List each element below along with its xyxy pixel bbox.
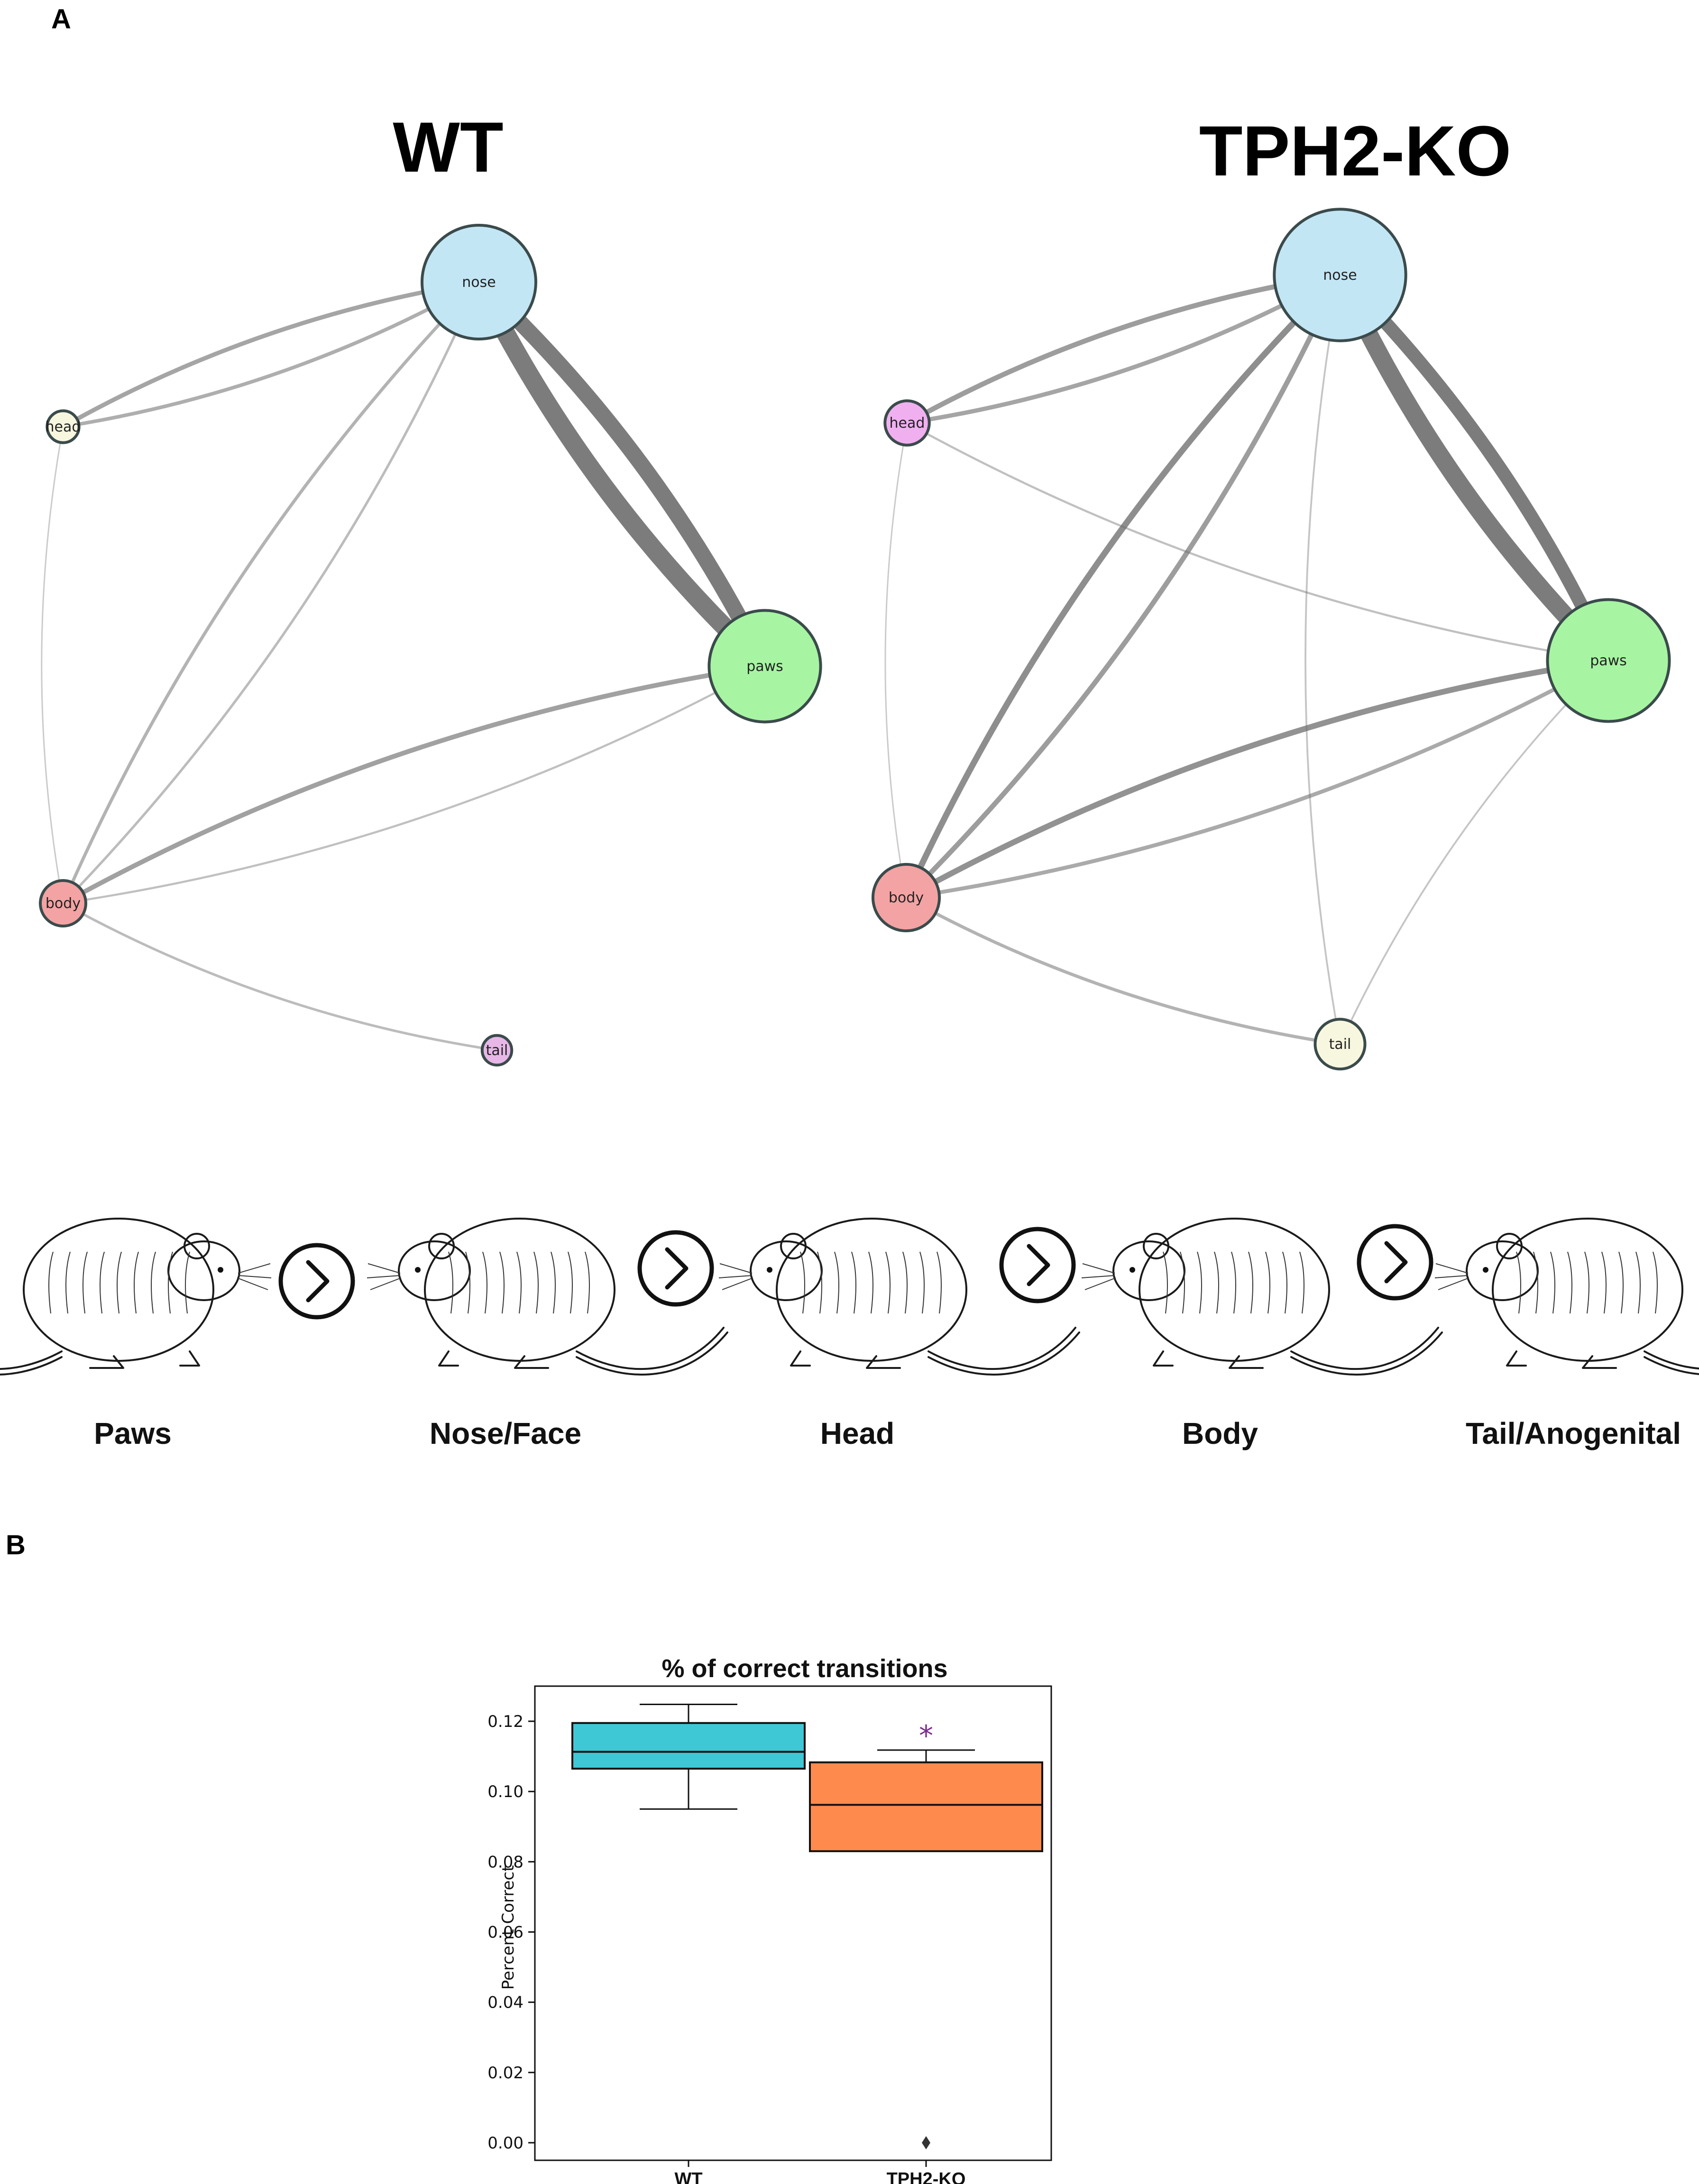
edge-head-to-nose xyxy=(905,273,1342,425)
edge-body-to-nose xyxy=(903,272,1343,900)
y-axis-label: Percent Correct xyxy=(499,1865,518,1990)
edge-paws-to-body xyxy=(903,657,1612,901)
node-body xyxy=(871,863,941,933)
node-label-body: body xyxy=(46,895,81,912)
node-label-tail: tail xyxy=(1329,1036,1351,1053)
edge-nose-to-tail xyxy=(1304,274,1341,1045)
node-nose xyxy=(1273,208,1407,342)
x-axis: WT TPH2-KO xyxy=(674,2160,965,2184)
rat-illustration xyxy=(367,1218,728,1376)
plot-frame xyxy=(534,1685,1052,2161)
step-label-0: Paws xyxy=(94,1416,172,1450)
rat-illustration xyxy=(718,1218,1080,1376)
iqr-box xyxy=(571,1722,806,1770)
edge-nose-to-body xyxy=(61,280,481,905)
rat-illustration xyxy=(1434,1218,1699,1375)
edge-body-to-tail xyxy=(904,896,1342,1046)
edge-paws-to-body xyxy=(61,664,767,906)
grooming-sequence: Paws Nose/Face Head Body Tail/Anogenital xyxy=(0,1218,1699,1450)
edge-nose-to-paws xyxy=(1331,266,1617,670)
rat-illustration xyxy=(0,1218,272,1376)
significance-marker: * xyxy=(919,1719,933,1753)
box-tph2-ko xyxy=(809,1749,1043,2149)
step-label-1: Nose/Face xyxy=(430,1416,581,1450)
edge-head-to-body xyxy=(41,426,64,904)
edge-paws-to-nose xyxy=(1333,268,1616,668)
edge-body-to-tail xyxy=(62,902,498,1052)
panel-a-letter: A xyxy=(51,4,71,35)
y-tick-label: 0.10 xyxy=(487,1782,523,1801)
node-label-paws: paws xyxy=(746,658,783,675)
wt-transition-network: nose head paws body tail xyxy=(39,224,822,1067)
node-nose xyxy=(421,224,537,340)
network-edges xyxy=(884,266,1617,1046)
x-tick-label: TPH2-KO xyxy=(887,2169,966,2184)
y-tick-label: 0.12 xyxy=(487,1712,523,1731)
y-tick-label: 0.08 xyxy=(487,1853,523,1872)
y-tick-label: 0.06 xyxy=(487,1923,523,1942)
chevron-right-circle-icon xyxy=(1357,1224,1433,1301)
node-label-head: head xyxy=(46,419,81,435)
y-tick-label: 0.04 xyxy=(487,1993,523,2012)
edge-head-to-nose xyxy=(61,280,481,429)
box-plot: % of correct transitions 0.000.020.040.0… xyxy=(487,1654,1052,2184)
node-body xyxy=(39,879,87,927)
y-tick-label: 0.00 xyxy=(487,2134,523,2153)
edge-nose-to-paws xyxy=(469,273,774,676)
ko-transition-network: nose head paws body tail xyxy=(871,208,1671,1071)
panel-b-letter: B xyxy=(6,1530,26,1560)
node-label-head: head xyxy=(890,415,925,431)
step-label-4: Tail/Anogenital xyxy=(1466,1416,1681,1450)
chevron-right-circle-icon xyxy=(278,1243,355,1320)
wt-network-title: WT xyxy=(393,107,503,187)
node-head xyxy=(883,399,931,447)
rat-illustration xyxy=(1081,1218,1443,1376)
edge-body-to-paws xyxy=(904,658,1611,900)
chevron-right-circle-icon xyxy=(637,1230,714,1307)
node-paws xyxy=(707,609,822,724)
node-label-nose: nose xyxy=(1323,267,1357,284)
node-tail xyxy=(480,1034,514,1067)
step-label-3: Body xyxy=(1182,1416,1258,1450)
node-label-nose: nose xyxy=(462,274,496,291)
chart-title: % of correct transitions xyxy=(661,1654,947,1683)
outlier-point xyxy=(922,2136,930,2149)
node-paws xyxy=(1546,598,1671,723)
edge-paws-to-nose xyxy=(471,274,773,674)
node-label-body: body xyxy=(889,890,924,906)
ko-network-title: TPH2-KO xyxy=(1199,111,1511,191)
edge-nose-to-head xyxy=(61,280,481,429)
y-axis: 0.00 0.02 0.04 0.06 0.08 0.10 0.12 xyxy=(487,1712,535,2153)
network-edges xyxy=(41,273,774,1052)
y-tick-label: 0.02 xyxy=(487,2064,523,2083)
edge-nose-to-body xyxy=(903,272,1343,901)
edge-head-to-paws xyxy=(906,422,1610,662)
edge-body-to-paws xyxy=(62,665,766,905)
node-head xyxy=(46,409,81,444)
edge-nose-to-head xyxy=(904,272,1343,426)
step-label-2: Head xyxy=(820,1416,895,1450)
edge-head-to-body xyxy=(884,422,908,899)
edge-paws-to-tail xyxy=(1339,660,1609,1045)
edge-body-to-nose xyxy=(62,281,480,905)
boxes: * xyxy=(571,1704,1043,2149)
box-wt xyxy=(571,1704,806,1810)
x-tick-label: WT xyxy=(674,2169,702,2184)
node-label-paws: paws xyxy=(1590,652,1627,669)
chevron-right-circle-icon xyxy=(999,1227,1076,1303)
node-tail xyxy=(1313,1018,1367,1071)
node-label-tail: tail xyxy=(486,1042,508,1059)
iqr-box xyxy=(809,1761,1043,1853)
